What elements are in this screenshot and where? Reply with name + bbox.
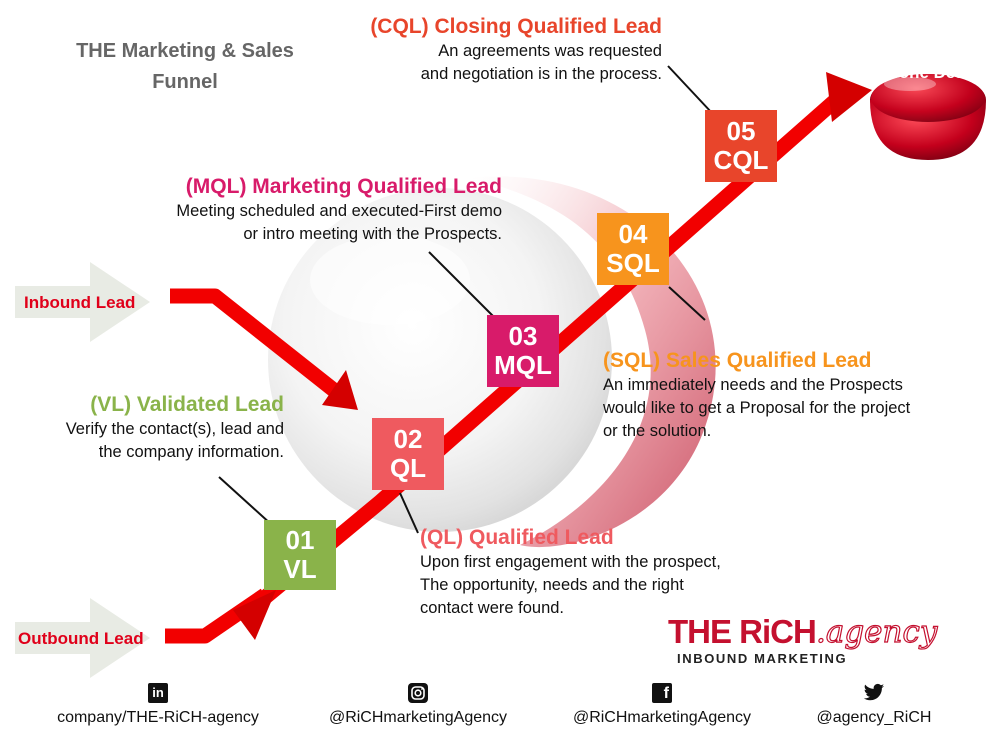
stage-abbr: VL: [283, 554, 317, 584]
stage-number: 05: [726, 116, 756, 146]
stage-abbr: QL: [389, 453, 427, 483]
social-facebook[interactable]: f @RiCHmarketingAgency: [537, 683, 787, 727]
social-instagram[interactable]: @RiCHmarketingAgency: [293, 683, 543, 727]
stage-heading: (SQL) Sales Qualified Lead: [603, 349, 872, 372]
stage-number: 02: [393, 424, 423, 454]
social-twitter[interactable]: @agency_RiCH: [749, 683, 999, 727]
instagram-icon: [408, 683, 428, 703]
instagram-handle: @RiCHmarketingAgency: [328, 709, 508, 726]
stage-box-ql: 02 QL: [372, 418, 444, 490]
done-deal-bowl: [870, 74, 986, 160]
social-linkedin[interactable]: in company/THE-RiCH-agency: [33, 683, 283, 727]
arrow-heads: [233, 72, 872, 640]
leader-lines: [218, 65, 713, 534]
stage-box-mql: 03 MQL: [487, 315, 559, 387]
stage-desc-ql: (QL) Qualified Lead Upon first engagemen…: [420, 525, 800, 620]
stage-box-sql: 04 SQL: [597, 213, 669, 285]
stage-heading: (MQL) Marketing Qualified Lead: [185, 175, 502, 198]
stage-heading: (QL) Qualified Lead: [420, 526, 614, 549]
brand-tagline: INBOUND MARKETING: [677, 651, 848, 666]
stage-number: 04: [618, 219, 648, 249]
stage-description: Verify the contact(s), lead and the comp…: [65, 420, 284, 461]
stage-abbr: MQL: [494, 350, 552, 380]
stage-desc-vl: (VL) Validated Lead Verify the contact(s…: [10, 392, 284, 464]
diagram-title: THE Marketing & Sales Funnel: [76, 40, 294, 93]
stage-desc-sql: (SQL) Sales Qualified Lead An immediatel…: [603, 348, 993, 443]
stage-heading: (CQL) Closing Qualified Lead: [370, 15, 662, 38]
stage-description: An immediately needs and the Prospects w…: [603, 376, 911, 440]
stage-box-vl: 01 VL: [264, 520, 336, 590]
facebook-icon: f: [652, 683, 672, 703]
brand-logo-script: .agency: [815, 613, 938, 650]
facebook-handle: @RiCHmarketingAgency: [572, 709, 752, 726]
done-deal-label: Done Deal: [886, 63, 970, 82]
inbound-input-arrow: [15, 262, 150, 342]
outbound-lead-label: Outbound Lead: [18, 629, 144, 648]
linkedin-handle: company/THE-RiCH-agency: [57, 709, 259, 726]
stage-number: 01: [285, 525, 315, 555]
stage-abbr: SQL: [606, 248, 660, 278]
outbound-input-arrow: [15, 598, 150, 678]
stage-desc-cql: (CQL) Closing Qualified Lead An agreemen…: [300, 14, 662, 86]
stage-description: An agreements was requested and negotiat…: [420, 42, 662, 83]
stage-desc-mql: (MQL) Marketing Qualified Lead Meeting s…: [80, 174, 502, 246]
twitter-icon: [863, 683, 885, 703]
linkedin-icon: in: [148, 683, 168, 703]
stage-heading: (VL) Validated Lead: [90, 393, 284, 416]
stage-description: Upon first engagement with the prospect,…: [420, 553, 721, 617]
brand-logo-name: THE RiCH: [668, 613, 817, 650]
inbound-lead-label: Inbound Lead: [24, 293, 136, 312]
stage-box-cql: 05 CQL: [705, 110, 777, 182]
stage-description: Meeting scheduled and executed-First dem…: [176, 202, 502, 243]
twitter-handle: @agency_RiCH: [816, 709, 932, 726]
stage-number: 03: [508, 321, 538, 351]
stage-abbr: CQL: [713, 145, 769, 175]
